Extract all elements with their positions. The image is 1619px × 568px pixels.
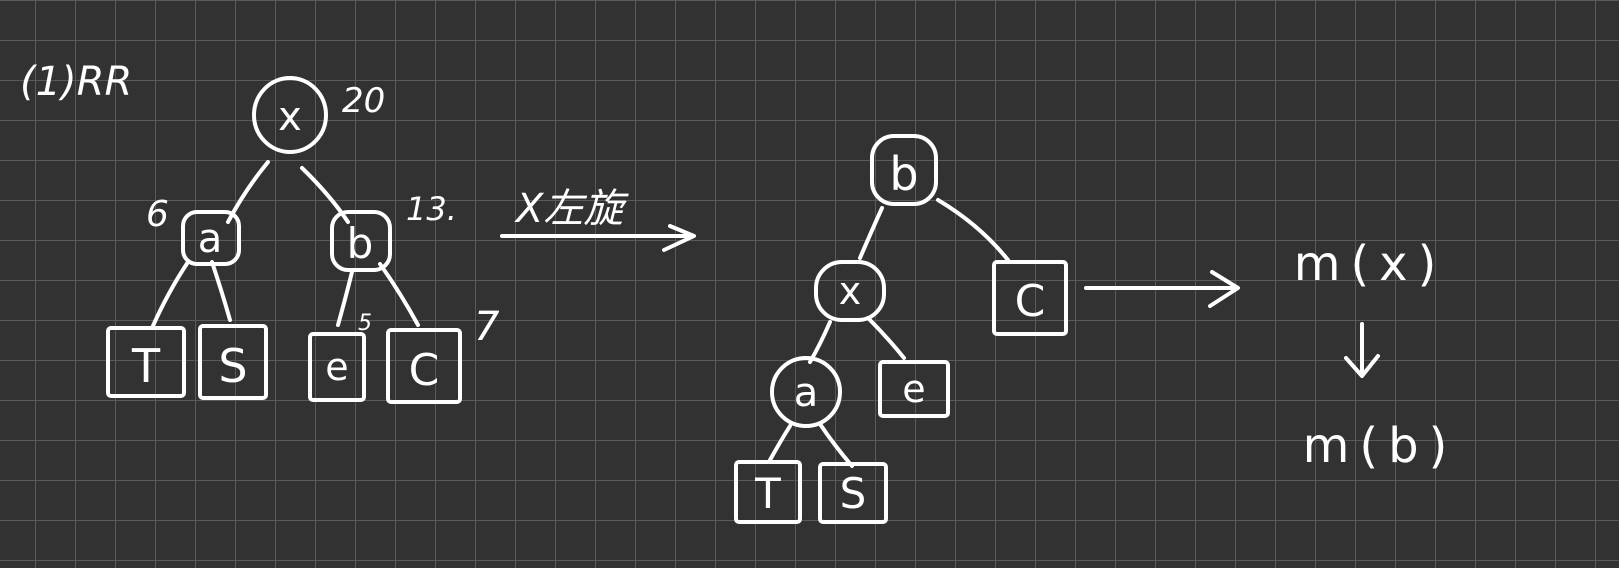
leaf-e2: e: [878, 360, 950, 418]
leaf-S-label: S: [218, 339, 247, 393]
edge-b-x: [858, 206, 884, 260]
leaf-e: e: [308, 332, 366, 402]
result-line1: m(x): [1294, 236, 1447, 292]
b-value-label: 13.: [406, 190, 457, 228]
node-a2-label: a: [794, 370, 819, 416]
node-x: x: [252, 76, 328, 154]
leaf-S2-label: S: [840, 469, 867, 518]
heading-label: (1)RR: [20, 59, 132, 105]
edge-a-t: [150, 260, 190, 330]
result-block: m(x) m(b): [1294, 236, 1458, 474]
leaf-C: C: [386, 328, 462, 404]
edge-b-c2: [936, 198, 1010, 262]
rotate-label: X左旋: [514, 186, 629, 232]
node-a: a: [181, 210, 241, 266]
leaf-T-label: T: [131, 339, 161, 393]
x-value-label: 20: [342, 81, 385, 121]
leaf-e2-label: e: [902, 367, 925, 411]
leaf-T: T: [106, 326, 186, 398]
e-value-label: 5: [358, 311, 372, 336]
tree-after: b x a C e T S: [734, 134, 1068, 524]
leaf-S2: S: [818, 462, 888, 524]
node-a2: a: [770, 356, 842, 428]
leaf-T2-label: T: [754, 469, 781, 518]
node-x2: x: [814, 260, 886, 322]
leaf-C2: C: [992, 260, 1068, 336]
down-arrow: [1344, 322, 1380, 378]
tree-before: x a b T S e C 20 6 13.: [106, 76, 500, 404]
edge-b-c: [378, 262, 420, 327]
edge-b-e: [336, 270, 354, 327]
rotate-arrow: X左旋: [500, 186, 696, 252]
leaf-T2: T: [734, 460, 802, 524]
node-x2-label: x: [839, 269, 862, 313]
leaf-S: S: [198, 324, 268, 400]
result-line2: m(b): [1303, 418, 1458, 474]
edge-a-s: [210, 260, 232, 322]
leaf-C-label: C: [409, 345, 440, 396]
leaf-C2-label: C: [1015, 276, 1046, 327]
a-value-label: 6: [146, 194, 169, 235]
edge-x-b: [300, 166, 350, 224]
node-a-label: a: [198, 216, 223, 262]
c-value-label: 7: [474, 304, 500, 350]
node-b2-label: b: [889, 147, 918, 201]
edge-x-a: [226, 160, 270, 224]
edge-x-e2: [866, 316, 906, 360]
leaf-e-label: e: [325, 345, 348, 389]
edge-a-t2: [768, 424, 792, 462]
node-b: b: [330, 210, 392, 272]
node-b2: b: [870, 134, 938, 206]
result-arrow: [1084, 270, 1240, 308]
node-x-label: x: [278, 94, 302, 140]
node-b-label: b: [347, 219, 374, 268]
